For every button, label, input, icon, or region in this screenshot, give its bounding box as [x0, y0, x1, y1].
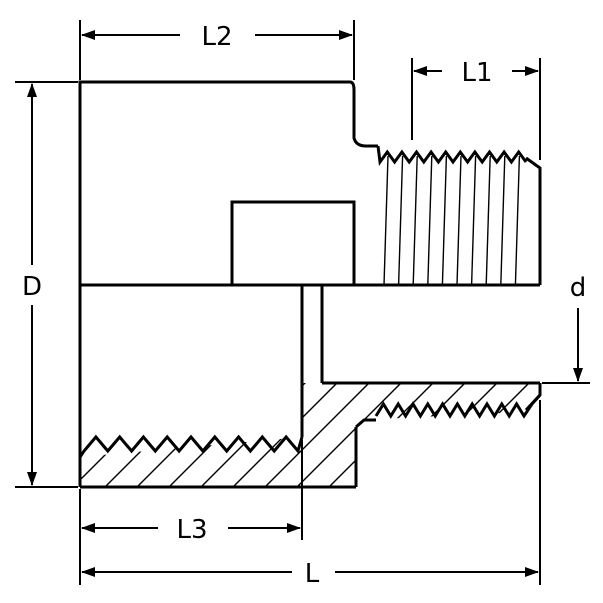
thread-crest-line	[500, 155, 506, 286]
hatch-line	[219, 383, 351, 487]
hatch-line	[315, 383, 447, 487]
female-thread-lower	[78, 434, 304, 458]
d-inner-label: d	[570, 273, 587, 303]
hatch-line	[283, 383, 415, 487]
dimension-d-outer: D	[15, 81, 78, 488]
upper-body-outline	[78, 80, 542, 287]
thread-crest-line	[441, 155, 448, 286]
male-thread-lower	[374, 394, 542, 419]
l2-label: L2	[201, 22, 232, 52]
thread-crest-line	[412, 155, 418, 286]
section-hatching	[80, 370, 603, 500]
thread-crest-line	[427, 155, 433, 286]
thread-crest-line	[456, 155, 462, 286]
thread-crest-line	[485, 155, 491, 286]
thread-crest-line	[470, 155, 477, 286]
d-outer-label: D	[22, 272, 42, 302]
hatch-line	[572, 370, 603, 500]
hatch-line	[187, 383, 319, 487]
dimension-l3: L3	[79, 440, 303, 585]
l-label: L	[305, 559, 320, 589]
hatch-line	[411, 383, 540, 487]
thread-crest-line	[397, 155, 404, 286]
dimension-l2: L2	[79, 20, 355, 80]
hatch-line	[379, 383, 511, 487]
l1-label: L1	[461, 58, 492, 88]
thread-crest-line	[383, 155, 389, 286]
hatch-line	[251, 383, 383, 487]
dimension-d-inner: d	[542, 273, 590, 384]
hatch-line	[91, 383, 223, 487]
dimension-l: L	[81, 400, 541, 589]
l3-label: L3	[176, 515, 207, 545]
hatch-line	[347, 383, 479, 487]
male-thread-upper	[376, 145, 528, 286]
thread-crest-line	[514, 155, 521, 286]
hatch-line	[155, 383, 287, 487]
hatch-line	[443, 383, 540, 487]
lower-section-outline	[78, 285, 542, 489]
hatch-line	[539, 383, 540, 487]
dimension-l1: L1	[411, 58, 541, 160]
